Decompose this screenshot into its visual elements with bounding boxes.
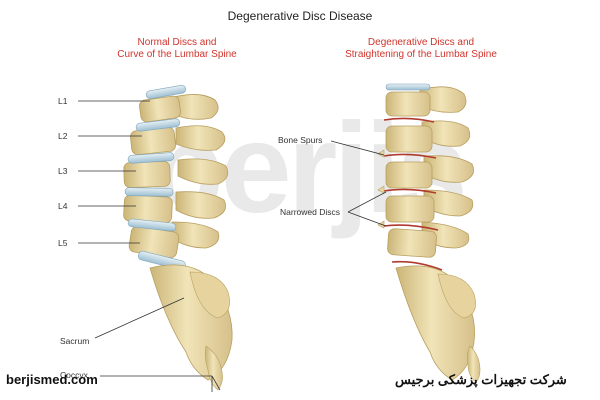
leader-lines bbox=[78, 100, 387, 392]
footer-website: berjismed.com bbox=[6, 372, 98, 387]
diagram-title: Degenerative Disc Disease bbox=[227, 9, 373, 23]
normal-spine bbox=[123, 84, 233, 391]
label-l3: L3 bbox=[58, 166, 68, 176]
label-l4: L4 bbox=[58, 201, 68, 211]
label-narrowed-discs: Narrowed Discs bbox=[280, 207, 340, 217]
label-coccyx: Coccyx bbox=[60, 370, 88, 380]
label-l5: L5 bbox=[58, 238, 68, 248]
left-heading-line2: Curve of the Lumbar Spine bbox=[117, 49, 237, 60]
footer-company: شرکت تجهیزات پزشکی برجیس bbox=[395, 372, 567, 387]
label-bone-spurs: Bone Spurs bbox=[278, 135, 323, 145]
left-heading-line1: Normal Discs and bbox=[137, 37, 217, 48]
right-heading-line1: Degenerative Discs and bbox=[367, 37, 475, 48]
degenerative-spine bbox=[377, 83, 481, 383]
label-l1: L1 bbox=[58, 96, 68, 106]
label-sacrum: Sacrum bbox=[60, 336, 90, 346]
right-panel-heading: Degenerative Discs and Straightening of … bbox=[306, 37, 536, 61]
right-heading-line2: Straightening of the Lumbar Spine bbox=[345, 49, 497, 60]
left-panel-heading: Normal Discs and Curve of the Lumbar Spi… bbox=[72, 37, 282, 61]
label-l2: L2 bbox=[58, 131, 68, 141]
